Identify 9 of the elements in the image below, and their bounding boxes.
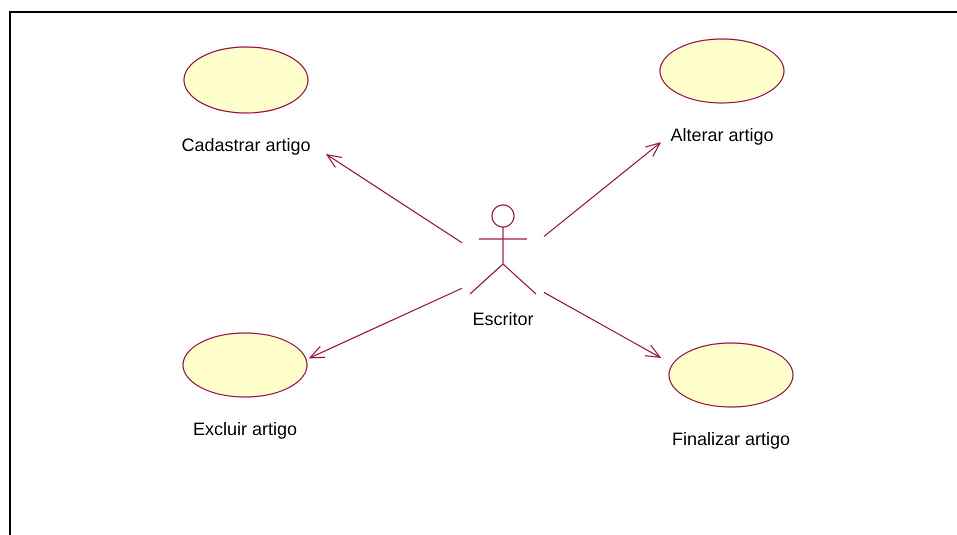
- association-arrow: [309, 288, 462, 358]
- association-arrow: [544, 142, 661, 237]
- association-arrow: [326, 154, 462, 244]
- use-case-label: Alterar artigo: [670, 126, 774, 144]
- association-arrow: [544, 292, 661, 358]
- use-case-label: Excluir artigo: [192, 420, 298, 438]
- use-case-label: Cadastrar artigo: [181, 136, 311, 154]
- use-case-label: Finalizar artigo: [672, 430, 790, 448]
- actor-label: Escritor: [472, 310, 534, 328]
